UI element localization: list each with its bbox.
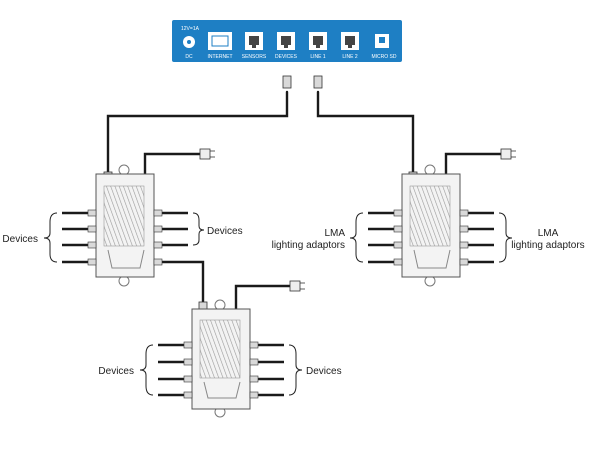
port-label: DEVICES (275, 54, 298, 60)
label-lma-right-2: lighting adaptors (511, 240, 584, 251)
power-plug-icon (199, 148, 215, 160)
plug-icon (313, 75, 323, 89)
label-devices-hub1-right: Devices (207, 226, 243, 237)
port-line1: LINE 1 (309, 32, 327, 60)
port-devices: DEVICES (275, 32, 298, 60)
port-sensors: SENSORS (242, 32, 267, 60)
brace-right-hub1 (192, 212, 205, 246)
port-line2: LINE 2 (341, 32, 359, 60)
hub-heatsink (199, 319, 241, 379)
label-lma-left-1: LMA (324, 228, 345, 239)
dc-rating: 12V=1A (181, 26, 200, 32)
brace-left-hub1 (43, 212, 58, 263)
port-label: LINE 1 (310, 54, 326, 60)
plug-icon (282, 75, 292, 89)
line1-cable (316, 90, 415, 178)
brace-left-hub3 (139, 344, 154, 396)
port-micro-sd: MICRO SD (372, 34, 397, 60)
brace-right-hub3 (288, 344, 303, 396)
power-plugs (199, 148, 516, 292)
devices-cable (106, 90, 289, 178)
label-devices-bottom-right: Devices (306, 366, 342, 377)
hub-left (62, 164, 188, 287)
label-lma-right-1: LMA (538, 228, 559, 239)
chain-cable (155, 260, 205, 308)
port-label: LINE 2 (342, 54, 358, 60)
label-devices-bottom-left: Devices (98, 366, 134, 377)
braces (43, 212, 513, 396)
label-lma-left-2: lighting adaptors (272, 240, 345, 251)
port-label: INTERNET (208, 54, 233, 60)
port-internet: INTERNET (208, 32, 233, 60)
port-label: SENSORS (242, 54, 267, 60)
brace-left-hub2 (349, 212, 364, 263)
hub-right (368, 164, 494, 287)
hub-heatsink (409, 185, 451, 247)
brace-right-hub2 (498, 212, 513, 263)
controller-panel: 12V=1A DC INTERNET SENSORS DEVICES LINE … (172, 20, 402, 62)
port-label: DC (185, 54, 193, 60)
cables (106, 90, 505, 314)
label-devices-left: Devices (2, 234, 38, 245)
port-label: MICRO SD (372, 54, 397, 60)
port-dc: 12V=1A DC (181, 26, 200, 60)
hub-bottom (158, 299, 284, 418)
power-plug-icon (500, 148, 516, 160)
power-cable-right (444, 152, 505, 183)
power-cable-bottom (234, 284, 294, 314)
hub-heatsink (103, 185, 145, 247)
power-cable-left (143, 152, 204, 183)
power-plug-icon (289, 280, 305, 292)
